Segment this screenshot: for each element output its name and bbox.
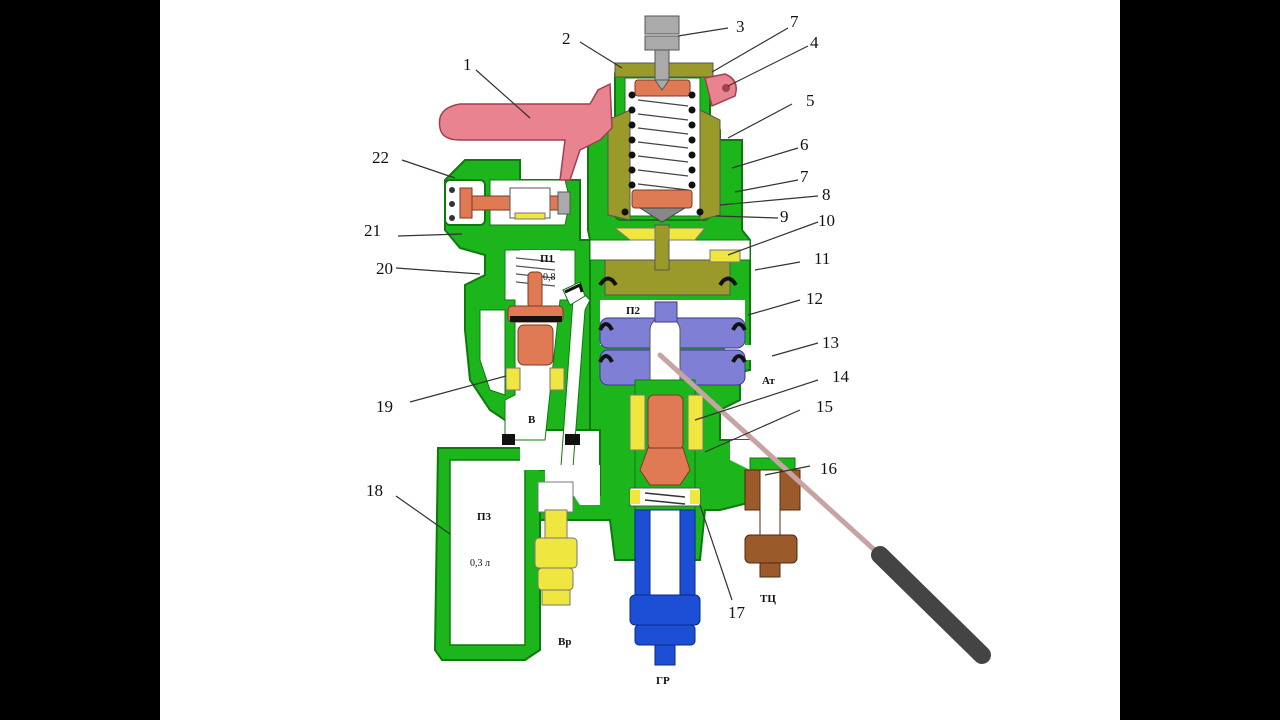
diagram-canvas: 1 2 3 7 4 5 6 7 8 9 10 11 12 13 14 15 16… — [160, 0, 1120, 720]
piston-assembly — [598, 224, 747, 399]
callout-5: 5 — [806, 91, 815, 110]
atmosphere-label: Ат — [762, 375, 775, 387]
callout-7-top: 7 — [790, 12, 799, 31]
valve-19-20 — [505, 250, 586, 391]
release-handle — [438, 73, 737, 181]
chamber-p1-label: П1 — [540, 253, 554, 265]
main-reservoir-fitting — [629, 509, 701, 666]
callout-1: 1 — [463, 55, 472, 74]
callout-17: 17 — [728, 603, 746, 622]
brake-cylinder-fitting — [744, 457, 801, 578]
callout-22: 22 — [372, 148, 389, 167]
check-valve-22 — [444, 179, 571, 226]
chamber-p1-volume: 0,8 — [543, 272, 556, 283]
main-spring — [637, 99, 689, 191]
callout-11: 11 — [814, 249, 830, 268]
chamber-p3-label: П3 — [477, 511, 492, 523]
callout-19: 19 — [376, 397, 393, 416]
adjusting-screw — [644, 15, 680, 91]
callout-4: 4 — [810, 33, 819, 52]
port-tc-label: ТЦ — [760, 593, 776, 605]
callout-9: 9 — [780, 207, 789, 226]
callout-16: 16 — [820, 459, 837, 478]
port-vr-label: Вр — [558, 636, 571, 648]
chamber-labels: П1 0,8 П2 П3 0,3 л В Ат Вр ГР ТЦ — [470, 253, 776, 687]
callout-20: 20 — [376, 259, 393, 278]
callout-2: 2 — [562, 29, 571, 48]
callout-7: 7 — [800, 167, 809, 186]
valve-diagram: 1 2 3 7 4 5 6 7 8 9 10 11 12 13 14 15 16… — [364, 12, 991, 687]
leader-lines — [395, 27, 819, 601]
callout-12: 12 — [806, 289, 823, 308]
callout-14: 14 — [832, 367, 850, 386]
callout-10: 10 — [818, 211, 835, 230]
spring-coil-dots — [621, 91, 704, 216]
callout-13: 13 — [822, 333, 839, 352]
callout-18: 18 — [366, 481, 383, 500]
chamber-v-label: В — [528, 414, 536, 426]
distributor-fitting — [534, 481, 578, 606]
pointer-stick — [657, 352, 991, 664]
callout-3: 3 — [736, 17, 745, 36]
callout-6: 6 — [800, 135, 809, 154]
port-gr-label: ГР — [656, 675, 670, 687]
callout-8: 8 — [822, 185, 831, 204]
lower-valve — [629, 379, 704, 521]
callout-15: 15 — [816, 397, 833, 416]
callout-numbers: 1 2 3 7 4 5 6 7 8 9 10 11 12 13 14 15 16… — [364, 12, 850, 622]
chamber-p2-label: П2 — [626, 305, 641, 317]
chamber-p3-volume: 0,3 л — [470, 558, 490, 569]
callout-21: 21 — [364, 221, 381, 240]
